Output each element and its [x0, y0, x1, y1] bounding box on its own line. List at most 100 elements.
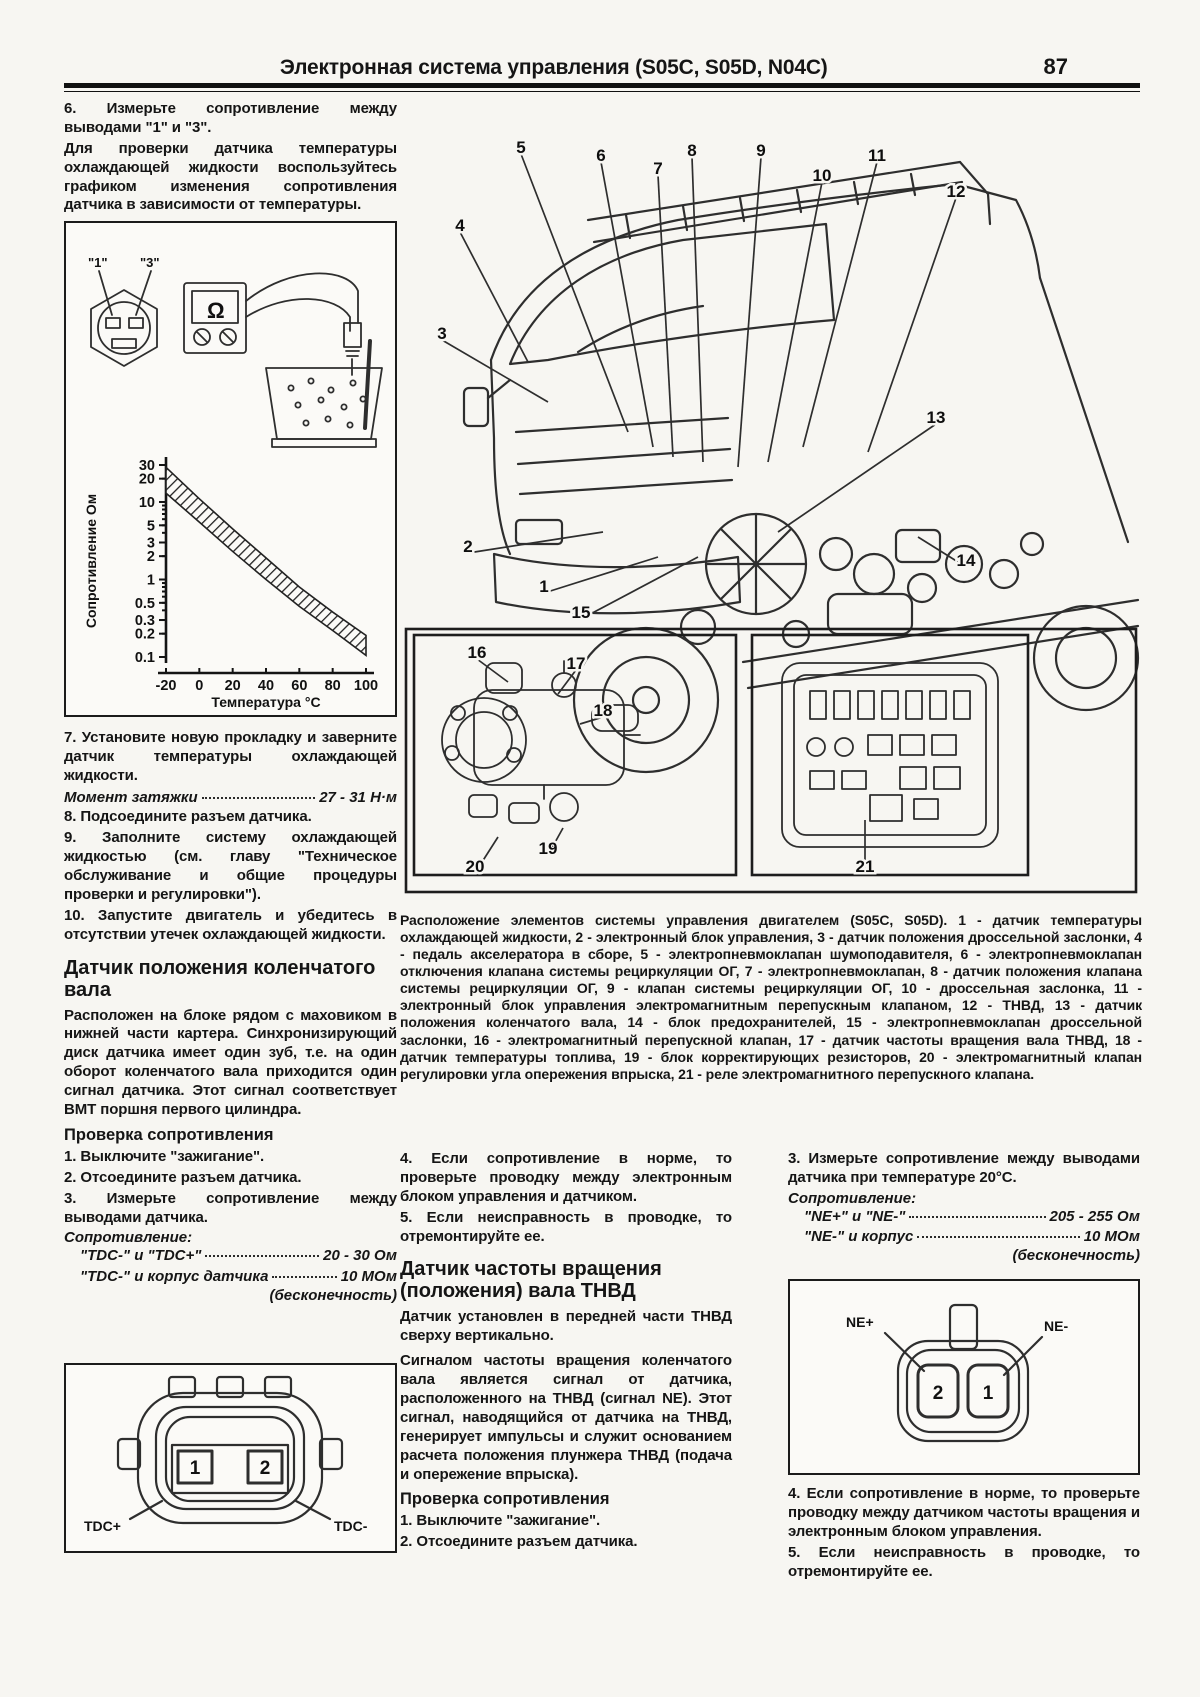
fuse-box-drawing [781, 662, 999, 848]
x-axis-label: Температура °C [211, 694, 320, 710]
svg-text:80: 80 [325, 678, 341, 694]
callout-16: 16 [468, 643, 487, 662]
ne-spec-row-1: "NE+" и "NE-" 205 - 255 Ом [788, 1207, 1140, 1227]
callout-1: 1 [539, 577, 548, 596]
dotted-leader [272, 1275, 337, 1278]
ne-spec-row-2: "NE-" и корпус 10 МОм [788, 1227, 1140, 1247]
tdc-pin-2: 2 [260, 1458, 271, 1479]
callout-leader-17 [557, 669, 577, 695]
spec-name: "TDC-" и "TDC+" [80, 1247, 202, 1265]
svg-text:100: 100 [354, 678, 378, 694]
callout-leader-20 [474, 836, 499, 874]
callout-leader-18 [579, 716, 604, 725]
crank-spec-label: Сопротивление: [64, 1229, 193, 1247]
page-header: Электронная система управления (S05C, S0… [64, 54, 1140, 93]
injection-pump-drawing [441, 660, 641, 824]
svg-text:40: 40 [258, 678, 274, 694]
pump-sensor-description-2: Сигналом частоты вращения коленчатого ва… [400, 1352, 732, 1483]
step-6: 6. Измерьте сопротивление между выводами… [64, 100, 397, 136]
pump-step-1: 1. Выключите "зажигание". [400, 1512, 601, 1530]
callout-9: 9 [756, 141, 765, 160]
svg-text:20: 20 [225, 678, 241, 694]
crank-spec-note: (бесконечность) [269, 1286, 398, 1304]
callout-4: 4 [455, 216, 465, 235]
callout-19: 19 [539, 839, 558, 858]
callout-13: 13 [927, 408, 946, 427]
spec-value: 20 - 30 Ом [323, 1247, 397, 1265]
pump-sensor-heading: Датчик частоты вращения (положения) вала… [400, 1258, 662, 1303]
callout-leader-12 [867, 197, 957, 453]
svg-text:2: 2 [147, 550, 155, 566]
spec-name: "NE-" и корпус [804, 1228, 914, 1246]
torque-spec-row: Момент затяжки 27 - 31 Н·м [64, 788, 397, 808]
dotted-leader [201, 797, 316, 800]
callout-2: 2 [463, 537, 472, 556]
callout-leader-13 [777, 423, 937, 533]
ne-pin-1: 1 [983, 1383, 994, 1404]
sensor-test-diagram [90, 270, 383, 449]
crank-check-heading: Проверка сопротивления [64, 1125, 274, 1144]
torque-value: 27 - 31 Н·м [319, 789, 397, 807]
crank-sensor-heading: Датчик положения коленчатого вала [64, 956, 376, 1001]
pump-sensor-description-1: Датчик установлен в передней части ТНВД … [400, 1308, 732, 1345]
callout-leader-15 [580, 556, 699, 620]
ne-connector-figure: 2 1 NE+ NE- [788, 1279, 1140, 1476]
ne-pin-2: 2 [933, 1383, 944, 1404]
tdc-minus-label: TDC- [334, 1518, 368, 1534]
step-8: 8. Подсоедините разъем датчика. [64, 808, 312, 826]
step-7: 7. Установите новую прокладку и завернит… [64, 729, 397, 785]
pump-check-heading: Проверка сопротивления [400, 1490, 610, 1509]
page-number: 87 [1043, 54, 1068, 79]
torque-label: Момент затяжки [64, 789, 198, 807]
right-step-4: 4. Если сопротивление в норме, то провер… [788, 1485, 1140, 1541]
step-6-note: Для проверки датчика температуры охлажда… [64, 139, 397, 214]
svg-text:0.2: 0.2 [135, 627, 155, 643]
tdc-plus-label: TDC+ [84, 1518, 121, 1534]
y-axis-label: Сопротивление Ом [83, 494, 99, 628]
callout-8: 8 [687, 141, 696, 160]
callout-6: 6 [596, 146, 605, 165]
callout-14: 14 [957, 551, 976, 570]
svg-text:30: 30 [139, 458, 155, 474]
dotted-leader [205, 1255, 320, 1258]
callout-18: 18 [594, 701, 613, 720]
callout-leader-9 [737, 156, 762, 468]
header-rule-thin [64, 90, 1140, 93]
truck-drawing [462, 160, 1140, 774]
callout-12: 12 [947, 182, 966, 201]
svg-text:1: 1 [147, 573, 155, 589]
callout-17: 17 [567, 654, 586, 673]
spec-name: "TDC-" и корпус датчика [80, 1267, 269, 1285]
rig-pin1-label: "1" [88, 255, 108, 270]
svg-text:5: 5 [147, 519, 155, 535]
svg-text:-20: -20 [156, 678, 177, 694]
tdc-connector-outline [116, 1375, 344, 1525]
spec-value: 205 - 255 Ом [1049, 1207, 1141, 1225]
right-step-3: 3. Измерьте сопротивление между выводами… [788, 1150, 1140, 1186]
callout-leader-11 [802, 161, 878, 448]
svg-text:10: 10 [139, 495, 155, 511]
resistance-band [165, 465, 367, 658]
spec-name: "NE+" и "NE-" [804, 1207, 906, 1225]
crank-spec-row-1: "TDC-" и "TDC+" 20 - 30 Ом [64, 1246, 397, 1266]
tdc-pin-1: 1 [190, 1458, 201, 1479]
svg-text:60: 60 [291, 678, 307, 694]
ne-spec-label: Сопротивление: [788, 1189, 917, 1207]
crank-spec-row-2: "TDC-" и корпус датчика 10 МОм [64, 1267, 397, 1287]
callout-leader-5 [520, 153, 629, 433]
callout-leader-19 [547, 827, 564, 856]
callout-leader-10 [767, 181, 823, 463]
ohmmeter-symbol: Ω [207, 298, 225, 323]
inset-frames [404, 627, 1138, 894]
callout-leader-16 [476, 658, 509, 683]
middle-column: 4. Если сопротивление в норме, то провер… [400, 1150, 732, 1554]
header-rule-thick [64, 83, 1140, 88]
right-step-5: 5. Если неисправность в проводке, то отр… [788, 1543, 1140, 1580]
callout-15: 15 [572, 603, 591, 622]
